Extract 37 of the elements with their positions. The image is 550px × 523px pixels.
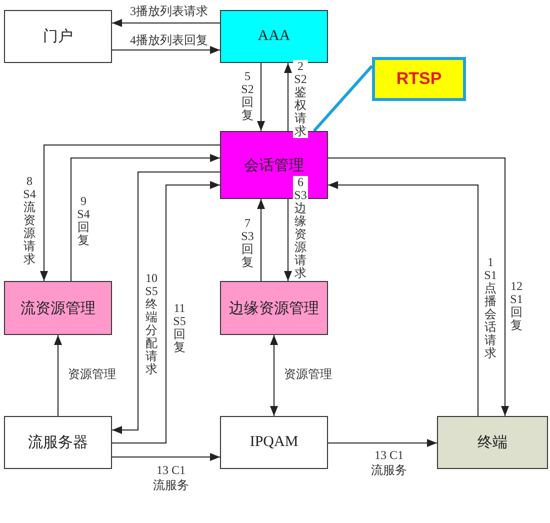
edge-label: 10 S5 终端分配请求 [144, 272, 159, 376]
arrow [328, 439, 438, 447]
process-box: 流服务器 [4, 416, 112, 469]
edge-label: 8 S4 流资源请求 [22, 175, 37, 266]
edge-label: 资源管理 [284, 367, 332, 382]
process-box: IPQAM [220, 416, 328, 469]
process-box: 流资源管理 [4, 281, 112, 335]
edge-label: 6 S3 边缘资源请求 [293, 176, 308, 280]
edge-label: 3播放列表请求 [130, 4, 208, 19]
edge-label: 7 S3 回复 [240, 217, 255, 269]
edge-label: 资源管理 [68, 367, 116, 382]
edge-label: 11 S5 回复 [172, 302, 187, 354]
edge-label: 12 S1 回复 [509, 280, 524, 332]
edge-label: 9 S4 回复 [76, 195, 91, 247]
arrow [54, 334, 62, 416]
arrow [40, 144, 220, 282]
arrow [112, 19, 220, 27]
process-box: AAA [220, 10, 328, 63]
leader-line [312, 65, 374, 132]
process-box: 门户 [4, 10, 112, 63]
arrow [284, 62, 292, 132]
arrow [328, 158, 509, 416]
arrow [70, 154, 220, 282]
callout-box: RTSP [372, 57, 466, 101]
arrow [257, 62, 265, 132]
arrow [270, 334, 278, 416]
edge-label: 1 S1 点播会话请求 [483, 256, 498, 360]
arrow [328, 181, 478, 416]
arrow [284, 198, 292, 282]
edge-label: 2 S2 鉴权请求 [293, 60, 308, 138]
arrow [257, 198, 265, 282]
arrow [112, 46, 220, 54]
arrow [112, 453, 220, 461]
edge-label: 4播放列表回复 [130, 33, 208, 48]
edge-label: 5 S2 回复 [240, 70, 255, 122]
process-box: 终端 [437, 416, 548, 469]
process-box: 边缘资源管理 [220, 281, 328, 335]
